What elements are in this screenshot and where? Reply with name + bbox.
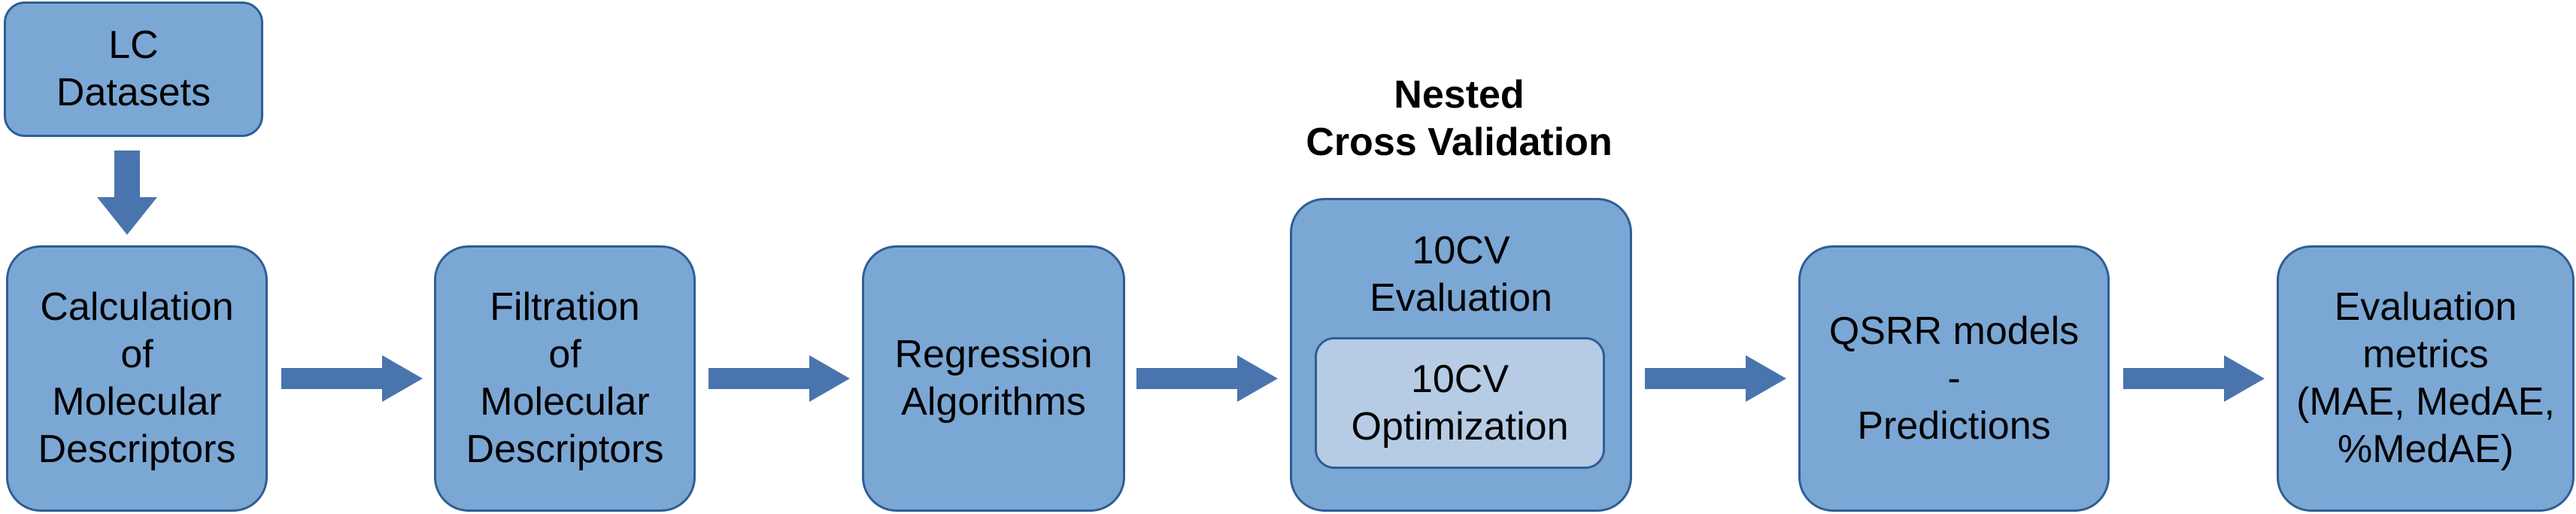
node-qsrr-line-2: - bbox=[1947, 356, 1961, 400]
node-metrics-line-3: (MAE, MedAE, bbox=[2296, 380, 2555, 424]
node-qsrr-line-1: QSRR models bbox=[1828, 309, 2080, 353]
node-calculation-line-1: Calculation bbox=[40, 285, 234, 329]
node-regression: Regression Algorithms bbox=[862, 245, 1125, 512]
node-lc-datasets-line-1: LC bbox=[108, 23, 159, 67]
node-metrics-line-4: %MedAE) bbox=[2337, 427, 2514, 471]
node-metrics-line-1: Evaluation bbox=[2334, 285, 2517, 329]
nested-cv-title-line-1: Nested bbox=[1394, 73, 1525, 117]
node-calculation-line-3: Molecular bbox=[52, 380, 222, 424]
node-calculation: Calculation of Molecular Descriptors bbox=[6, 245, 268, 512]
node-filtration-line-3: Molecular bbox=[480, 380, 650, 424]
node-filtration-line-2: of bbox=[548, 333, 581, 376]
arrow-filtration-to-regression bbox=[708, 355, 850, 402]
node-10cv-evaluation-line-1: 10CV bbox=[1412, 229, 1510, 272]
arrow-regression-to-nested-cv bbox=[1136, 355, 1278, 402]
node-qsrr-predictions: QSRR models - Predictions bbox=[1798, 245, 2110, 512]
arrow-nested-cv-to-qsrr bbox=[1645, 355, 1786, 402]
node-10cv-optimization-line-2: Optimization bbox=[1351, 404, 1569, 449]
nested-cv-title: Nested Cross Validation bbox=[1233, 71, 1685, 166]
arrow-qsrr-to-metrics bbox=[2123, 355, 2265, 402]
node-10cv-optimization-line-1: 10CV bbox=[1410, 357, 1509, 401]
node-filtration: Filtration of Molecular Descriptors bbox=[434, 245, 696, 512]
node-evaluation-metrics: Evaluation metrics (MAE, MedAE, %MedAE) bbox=[2277, 245, 2574, 512]
node-regression-line-2: Algorithms bbox=[901, 380, 1086, 424]
node-calculation-line-2: of bbox=[120, 333, 153, 376]
node-filtration-line-1: Filtration bbox=[490, 285, 640, 329]
node-10cv-evaluation-line-2: Evaluation bbox=[1370, 276, 1552, 320]
nested-cv-title-line-2: Cross Validation bbox=[1306, 120, 1613, 164]
node-10cv-optimization: 10CV Optimization bbox=[1315, 337, 1605, 469]
node-lc-datasets: LC Datasets bbox=[4, 2, 263, 137]
arrow-calculation-to-filtration bbox=[281, 355, 423, 402]
node-regression-line-1: Regression bbox=[894, 333, 1093, 376]
arrow-datasets-to-calculation bbox=[97, 151, 157, 235]
node-metrics-line-2: metrics bbox=[2362, 333, 2489, 376]
node-calculation-line-4: Descriptors bbox=[38, 427, 236, 471]
node-filtration-line-4: Descriptors bbox=[466, 427, 664, 471]
node-qsrr-line-3: Predictions bbox=[1857, 403, 2051, 448]
node-lc-datasets-line-2: Datasets bbox=[56, 71, 211, 114]
